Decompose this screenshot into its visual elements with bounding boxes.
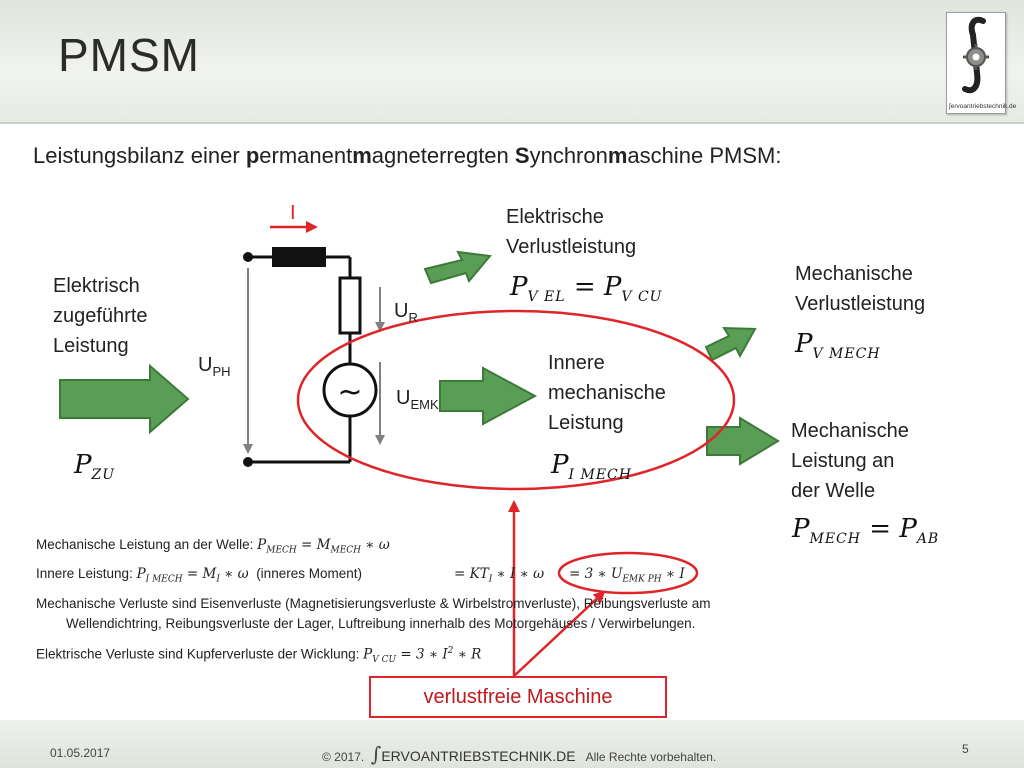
- subtitle-bold: m: [352, 143, 372, 168]
- lossless-machine-callout: verlustfreie Maschine: [369, 676, 667, 718]
- subtitle-part: aschine PMSM:: [627, 143, 782, 168]
- note-mechanical-losses-cont: Wellendichtring, Reibungsverluste der La…: [66, 616, 696, 631]
- electrical-loss-arrow: [423, 250, 492, 285]
- u-r-label: UR: [394, 300, 418, 325]
- inner-power-arrow: [439, 366, 538, 426]
- electrical-loss-formula: PV EL = PV CU: [510, 272, 663, 306]
- current-label: I: [290, 202, 296, 224]
- terminal-top: [243, 252, 253, 262]
- shaft-power-formula: PMECH = PAB: [792, 514, 940, 548]
- subtitle-bold: p: [245, 143, 260, 168]
- footer-copyright: © 2017. ∫ERVOANTRIEBSTECHNIK.DE Alle Rec…: [322, 742, 717, 766]
- motor-boundary-ellipse: [296, 309, 736, 491]
- logo-integral-icon: ∫: [949, 103, 951, 110]
- note-inner-power-uemk: = 3 ∗ UEMK PH ∗ I: [569, 566, 685, 585]
- footer-date: 01.05.2017: [50, 746, 111, 760]
- note-electrical-losses: Elektrische Verluste sind Kupferverluste…: [36, 646, 482, 666]
- ac-symbol: ~: [337, 375, 362, 410]
- slide-title: PMSM: [58, 29, 200, 81]
- page-number: 5: [962, 742, 969, 756]
- shaft-power-arrow: [706, 416, 780, 466]
- emf-source: [322, 362, 378, 418]
- subtitle-part: agneterregten: [371, 143, 515, 168]
- mechanical-loss-formula: PV MECH: [795, 329, 881, 363]
- footer-integral-icon: ∫: [370, 742, 382, 766]
- equivalent-circuit: [248, 255, 352, 464]
- slide-footer: [0, 720, 1024, 768]
- note-mechanical-losses: Mechanische Verluste sind Eisenverluste …: [36, 596, 711, 611]
- logo-gear-icon: [962, 16, 989, 94]
- subtitle-bold: S: [514, 143, 530, 168]
- slide-header: [0, 0, 1024, 124]
- subtitle-part: ynchron: [529, 143, 608, 168]
- u-emk-label: UEMK: [396, 387, 439, 412]
- subtitle-part: ermanent: [259, 143, 353, 168]
- winding-inductance: [272, 247, 326, 267]
- formula-highlight-ellipse: [557, 551, 699, 595]
- slide-subtitle: Leistungsbilanz einer permanentmagneterr…: [33, 143, 781, 169]
- winding-resistor: [338, 276, 362, 335]
- pointer-to-formula: [513, 590, 606, 677]
- terminal-bottom: [243, 457, 253, 467]
- note-inner-power: Innere Leistung: PI MECH = MI ∗ ω (inner…: [36, 566, 362, 585]
- subtitle-part: Leistungsbilanz einer: [33, 143, 246, 168]
- note-inner-power-kt: = KTI ∗ I ∗ ω: [454, 566, 545, 585]
- inner-power-formula: PI MECH: [551, 450, 632, 484]
- mechanical-loss-arrow: [704, 326, 757, 362]
- input-power-formula: PZU: [74, 450, 116, 484]
- subtitle-bold: m: [607, 143, 628, 168]
- logo-text: ervoantriebstechnik.de: [950, 103, 1017, 110]
- input-power-arrow: [59, 363, 190, 435]
- company-logo: ∫ervoantriebstechnik.de: [946, 12, 1016, 114]
- u-ph-label: UPH: [198, 354, 231, 379]
- note-shaft-power: Mechanische Leistung an der Welle: PMECH…: [36, 537, 390, 556]
